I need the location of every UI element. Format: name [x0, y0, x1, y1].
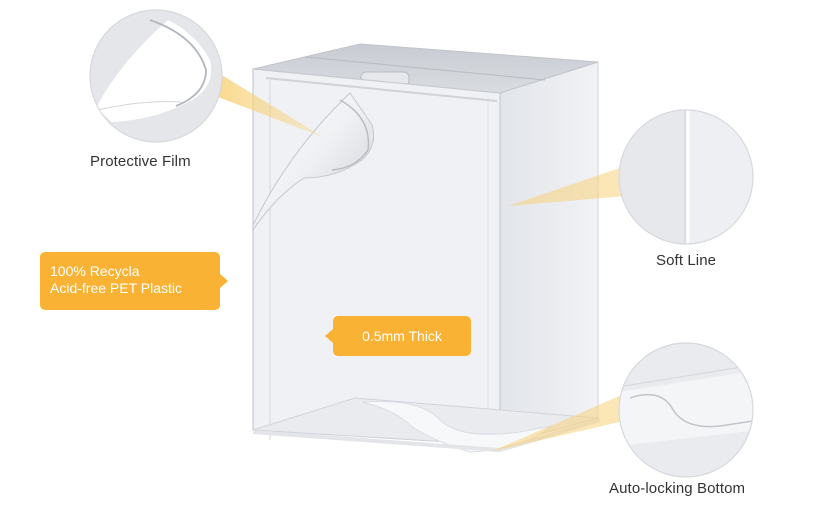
box-peeling-film [252, 92, 375, 232]
beam-soft-line [508, 168, 626, 206]
callout-recycled-line2: Acid-free PET Plastic [50, 280, 183, 296]
callout-beams [205, 74, 628, 452]
box [252, 43, 601, 453]
zoom-bottom-icon [618, 342, 754, 478]
callout-recycled-material: 100% Recycla Acid-free PET Plastic [40, 252, 228, 310]
label-soft-line: Soft Line [656, 252, 717, 269]
label-protective-film: Protective Film [90, 153, 191, 170]
box-side-face [499, 61, 599, 446]
beam-auto-locking-bottom [490, 394, 628, 452]
zoom-line-icon [618, 109, 754, 245]
box-front-face [252, 68, 501, 446]
box-film-curl [331, 99, 370, 171]
box-top-lip [265, 77, 498, 102]
callout-thickness: 0.5mm Thick [325, 316, 471, 356]
callout-recycled-line1: 100% Recycla [50, 263, 140, 279]
zoom-film-icon [89, 9, 223, 143]
label-auto-locking-bottom: Auto-locking Bottom [609, 480, 746, 497]
box-top-crease [305, 56, 546, 81]
beam-protective-film [205, 74, 325, 138]
